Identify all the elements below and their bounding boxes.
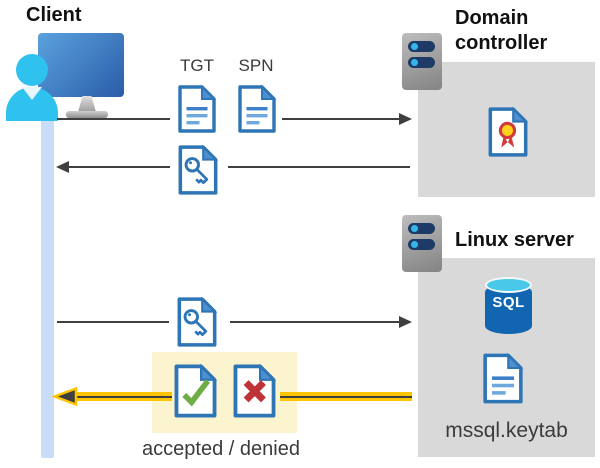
person-head — [16, 54, 48, 86]
accepted-document-icon — [174, 363, 218, 418]
linux-server-icon — [402, 215, 442, 272]
spn-label: SPN — [238, 56, 274, 75]
key-document-icon — [177, 296, 218, 347]
server-drive-slot — [408, 239, 435, 250]
arrow-client-to-linux-head — [399, 316, 412, 328]
arrow-client-to-linux-segment — [57, 321, 169, 323]
arrow-linux-to-client-highlight-head — [52, 387, 78, 406]
keytab-label: mssql.keytab — [445, 419, 568, 442]
key-document-icon — [178, 144, 219, 195]
arrow-dc-to-client-segment — [69, 166, 170, 168]
sql-cylinder-top — [485, 277, 532, 293]
server-drive-slot — [408, 57, 435, 68]
person-collar — [22, 87, 42, 100]
monitor-icon — [38, 33, 124, 97]
client-lifeline — [41, 110, 54, 458]
arrow-client-to-linux-segment — [230, 321, 400, 323]
monitor-stand-base — [66, 111, 108, 118]
arrow-client-to-dc-segment — [57, 118, 170, 120]
sql-database-icon: SQL — [485, 277, 532, 334]
server-led-dot — [411, 241, 418, 248]
server-led-dot — [411, 43, 418, 50]
arrow-client-to-dc-segment — [282, 118, 400, 120]
client-user-monitor-icon — [6, 30, 128, 122]
sql-label: SQL — [492, 294, 525, 311]
arrow-dc-to-client-segment — [228, 166, 410, 168]
client-label: Client — [26, 4, 82, 26]
server-drive-slot — [408, 41, 435, 52]
tgt-label: TGT — [180, 56, 214, 75]
person-body — [6, 87, 58, 121]
keytab-document-icon — [483, 352, 524, 404]
result-label: accepted / denied — [142, 438, 300, 460]
server-led-dot — [411, 225, 418, 232]
arrow-dc-to-client-head — [56, 161, 69, 173]
certificate-document-icon — [488, 106, 529, 157]
tgt-document-icon — [178, 84, 217, 133]
domain-controller-server-icon — [402, 33, 442, 90]
arrow-linux-to-client-highlight-segment — [74, 392, 172, 401]
arrow-client-to-dc-head — [399, 113, 412, 125]
spn-document-icon — [238, 84, 277, 133]
server-led-dot — [411, 59, 418, 66]
arrow-linux-to-client-highlight-segment — [280, 392, 412, 401]
domain-controller-label: Domain controller — [455, 7, 548, 54]
server-drive-slot — [408, 223, 435, 234]
denied-document-icon — [233, 363, 277, 418]
linux-server-label: Linux server — [455, 229, 574, 251]
monitor-stand — [78, 96, 96, 112]
